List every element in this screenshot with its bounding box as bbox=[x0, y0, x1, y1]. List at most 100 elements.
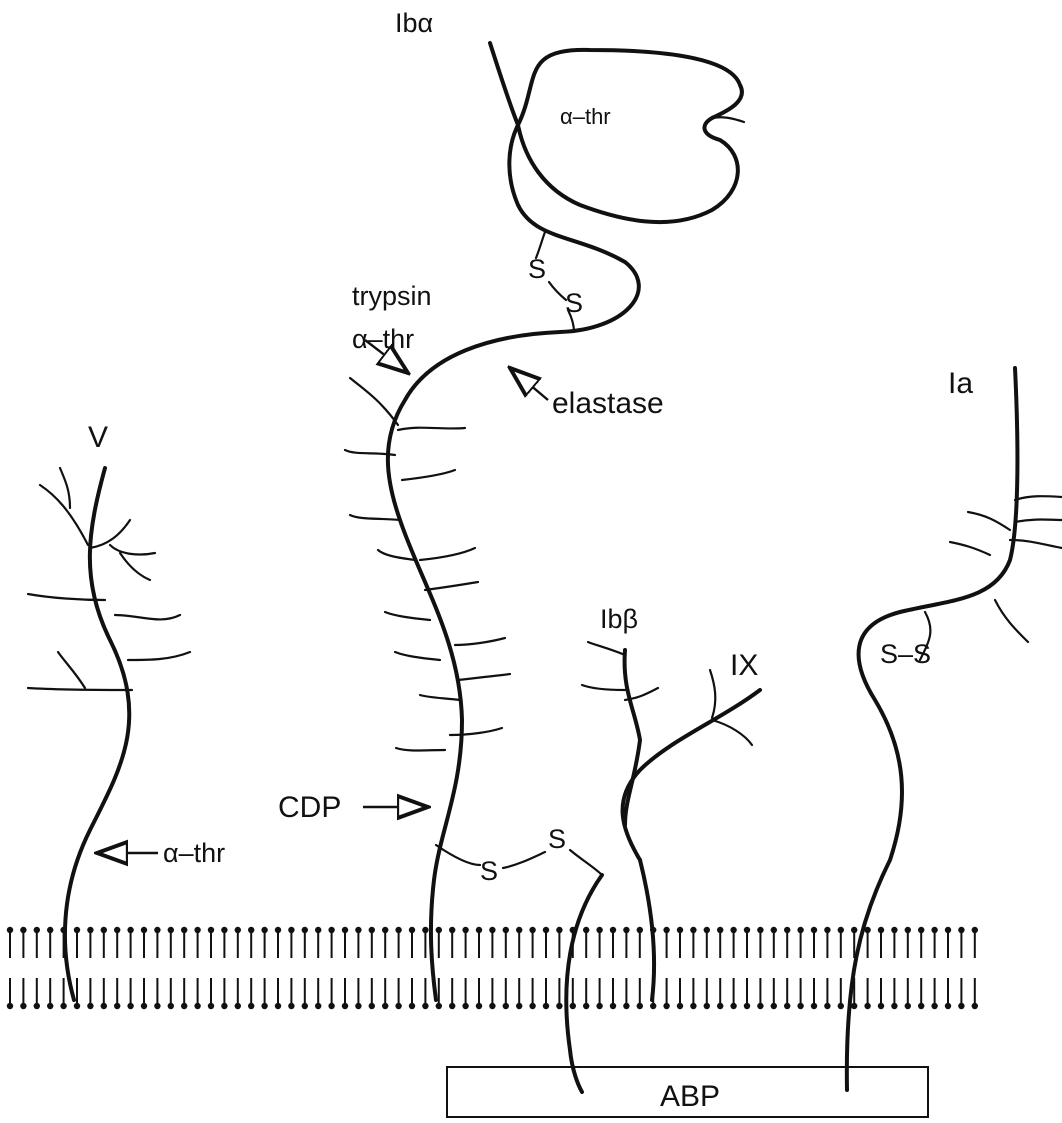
lipid-head bbox=[596, 1003, 602, 1009]
label-alpha-thr-top: α–thr bbox=[560, 104, 611, 129]
lipid-head bbox=[74, 1003, 80, 1009]
lipid-head bbox=[315, 927, 321, 933]
lipid-head bbox=[503, 927, 509, 933]
lipid-head bbox=[824, 927, 830, 933]
lipid-head bbox=[556, 927, 562, 933]
lipid-head bbox=[409, 1003, 415, 1009]
lipid-head bbox=[757, 1003, 763, 1009]
label-s-mid-1: S bbox=[480, 856, 498, 886]
lipid-head bbox=[275, 1003, 281, 1009]
lipid-head bbox=[824, 1003, 830, 1009]
label-ix: IX bbox=[730, 649, 758, 682]
lipid-head bbox=[194, 1003, 200, 1009]
lipid-head bbox=[637, 1003, 643, 1009]
lipid-head bbox=[744, 927, 750, 933]
lipid-head bbox=[972, 1003, 978, 1009]
lipid-head bbox=[744, 1003, 750, 1009]
lipid-head bbox=[328, 1003, 334, 1009]
lipid-head bbox=[87, 927, 93, 933]
lipid-head bbox=[87, 1003, 93, 1009]
lipid-head bbox=[168, 927, 174, 933]
lipid-head bbox=[797, 1003, 803, 1009]
lipid-head bbox=[476, 927, 482, 933]
lipid-head bbox=[449, 927, 455, 933]
lipid-head bbox=[127, 927, 133, 933]
label-alpha-thr-bottom: α–thr bbox=[163, 838, 225, 868]
label-ib-beta: Ibβ bbox=[600, 604, 638, 634]
lipid-head bbox=[141, 1003, 147, 1009]
lipid-head bbox=[395, 927, 401, 933]
lipid-head bbox=[704, 1003, 710, 1009]
lipid-head bbox=[784, 1003, 790, 1009]
lipid-head bbox=[168, 1003, 174, 1009]
lipid-head bbox=[583, 1003, 589, 1009]
lipid-head bbox=[248, 1003, 254, 1009]
lipid-head bbox=[958, 927, 964, 933]
lipid-head bbox=[208, 1003, 214, 1009]
lipid-head bbox=[7, 927, 13, 933]
lipid-head bbox=[20, 927, 26, 933]
lipid-head bbox=[623, 927, 629, 933]
lipid-head bbox=[288, 927, 294, 933]
lipid-head bbox=[355, 927, 361, 933]
lipid-head bbox=[382, 1003, 388, 1009]
lipid-head bbox=[771, 927, 777, 933]
lipid-head bbox=[570, 1003, 576, 1009]
lipid-head bbox=[476, 1003, 482, 1009]
lipid-head bbox=[449, 1003, 455, 1009]
lipid-head bbox=[47, 927, 53, 933]
lipid-head bbox=[34, 927, 40, 933]
lipid-head bbox=[101, 1003, 107, 1009]
label-v: V bbox=[88, 421, 108, 454]
lipid-head bbox=[261, 1003, 267, 1009]
lipid-head bbox=[221, 1003, 227, 1009]
lipid-head bbox=[851, 927, 857, 933]
label-trypsin: trypsin bbox=[352, 281, 432, 311]
lipid-head bbox=[114, 927, 120, 933]
gp-ia-chain: Ia S–S bbox=[847, 367, 1062, 1090]
lipid-head bbox=[891, 1003, 897, 1009]
lipid-head bbox=[288, 1003, 294, 1009]
lipid-head bbox=[972, 927, 978, 933]
lipid-head bbox=[717, 1003, 723, 1009]
lipid-head bbox=[261, 927, 267, 933]
lipid-head bbox=[878, 1003, 884, 1009]
lipid-head bbox=[114, 1003, 120, 1009]
label-elastase: elastase bbox=[552, 387, 664, 420]
lipid-head bbox=[757, 927, 763, 933]
lipid-head bbox=[315, 1003, 321, 1009]
lipid-head bbox=[422, 927, 428, 933]
lipid-head bbox=[784, 927, 790, 933]
lipid-head bbox=[409, 927, 415, 933]
lipid-head bbox=[529, 927, 535, 933]
lipid-head bbox=[60, 1003, 66, 1009]
lipid-head bbox=[663, 1003, 669, 1009]
lipid-head bbox=[851, 1003, 857, 1009]
lipid-head bbox=[208, 927, 214, 933]
gp-ix-chain: IX bbox=[623, 649, 760, 860]
lipid-head bbox=[945, 1003, 951, 1009]
lipid-head bbox=[462, 1003, 468, 1009]
lipid-head bbox=[637, 927, 643, 933]
lipid-head bbox=[248, 927, 254, 933]
lipid-bilayer bbox=[7, 927, 978, 1009]
lipid-head bbox=[556, 1003, 562, 1009]
lipid-head bbox=[663, 927, 669, 933]
lipid-head bbox=[355, 1003, 361, 1009]
lipid-head bbox=[690, 1003, 696, 1009]
lipid-head bbox=[931, 1003, 937, 1009]
lipid-head bbox=[7, 1003, 13, 1009]
lipid-head bbox=[462, 927, 468, 933]
lipid-head bbox=[47, 1003, 53, 1009]
lipid-head bbox=[181, 1003, 187, 1009]
lipid-head bbox=[838, 927, 844, 933]
lipid-head bbox=[382, 927, 388, 933]
arrow-cdp: CDP bbox=[278, 791, 428, 824]
lipid-head bbox=[677, 1003, 683, 1009]
lipid-head bbox=[436, 1003, 442, 1009]
lipid-head bbox=[235, 927, 241, 933]
lipid-head bbox=[610, 927, 616, 933]
lipid-head bbox=[864, 1003, 870, 1009]
lipid-head bbox=[302, 1003, 308, 1009]
